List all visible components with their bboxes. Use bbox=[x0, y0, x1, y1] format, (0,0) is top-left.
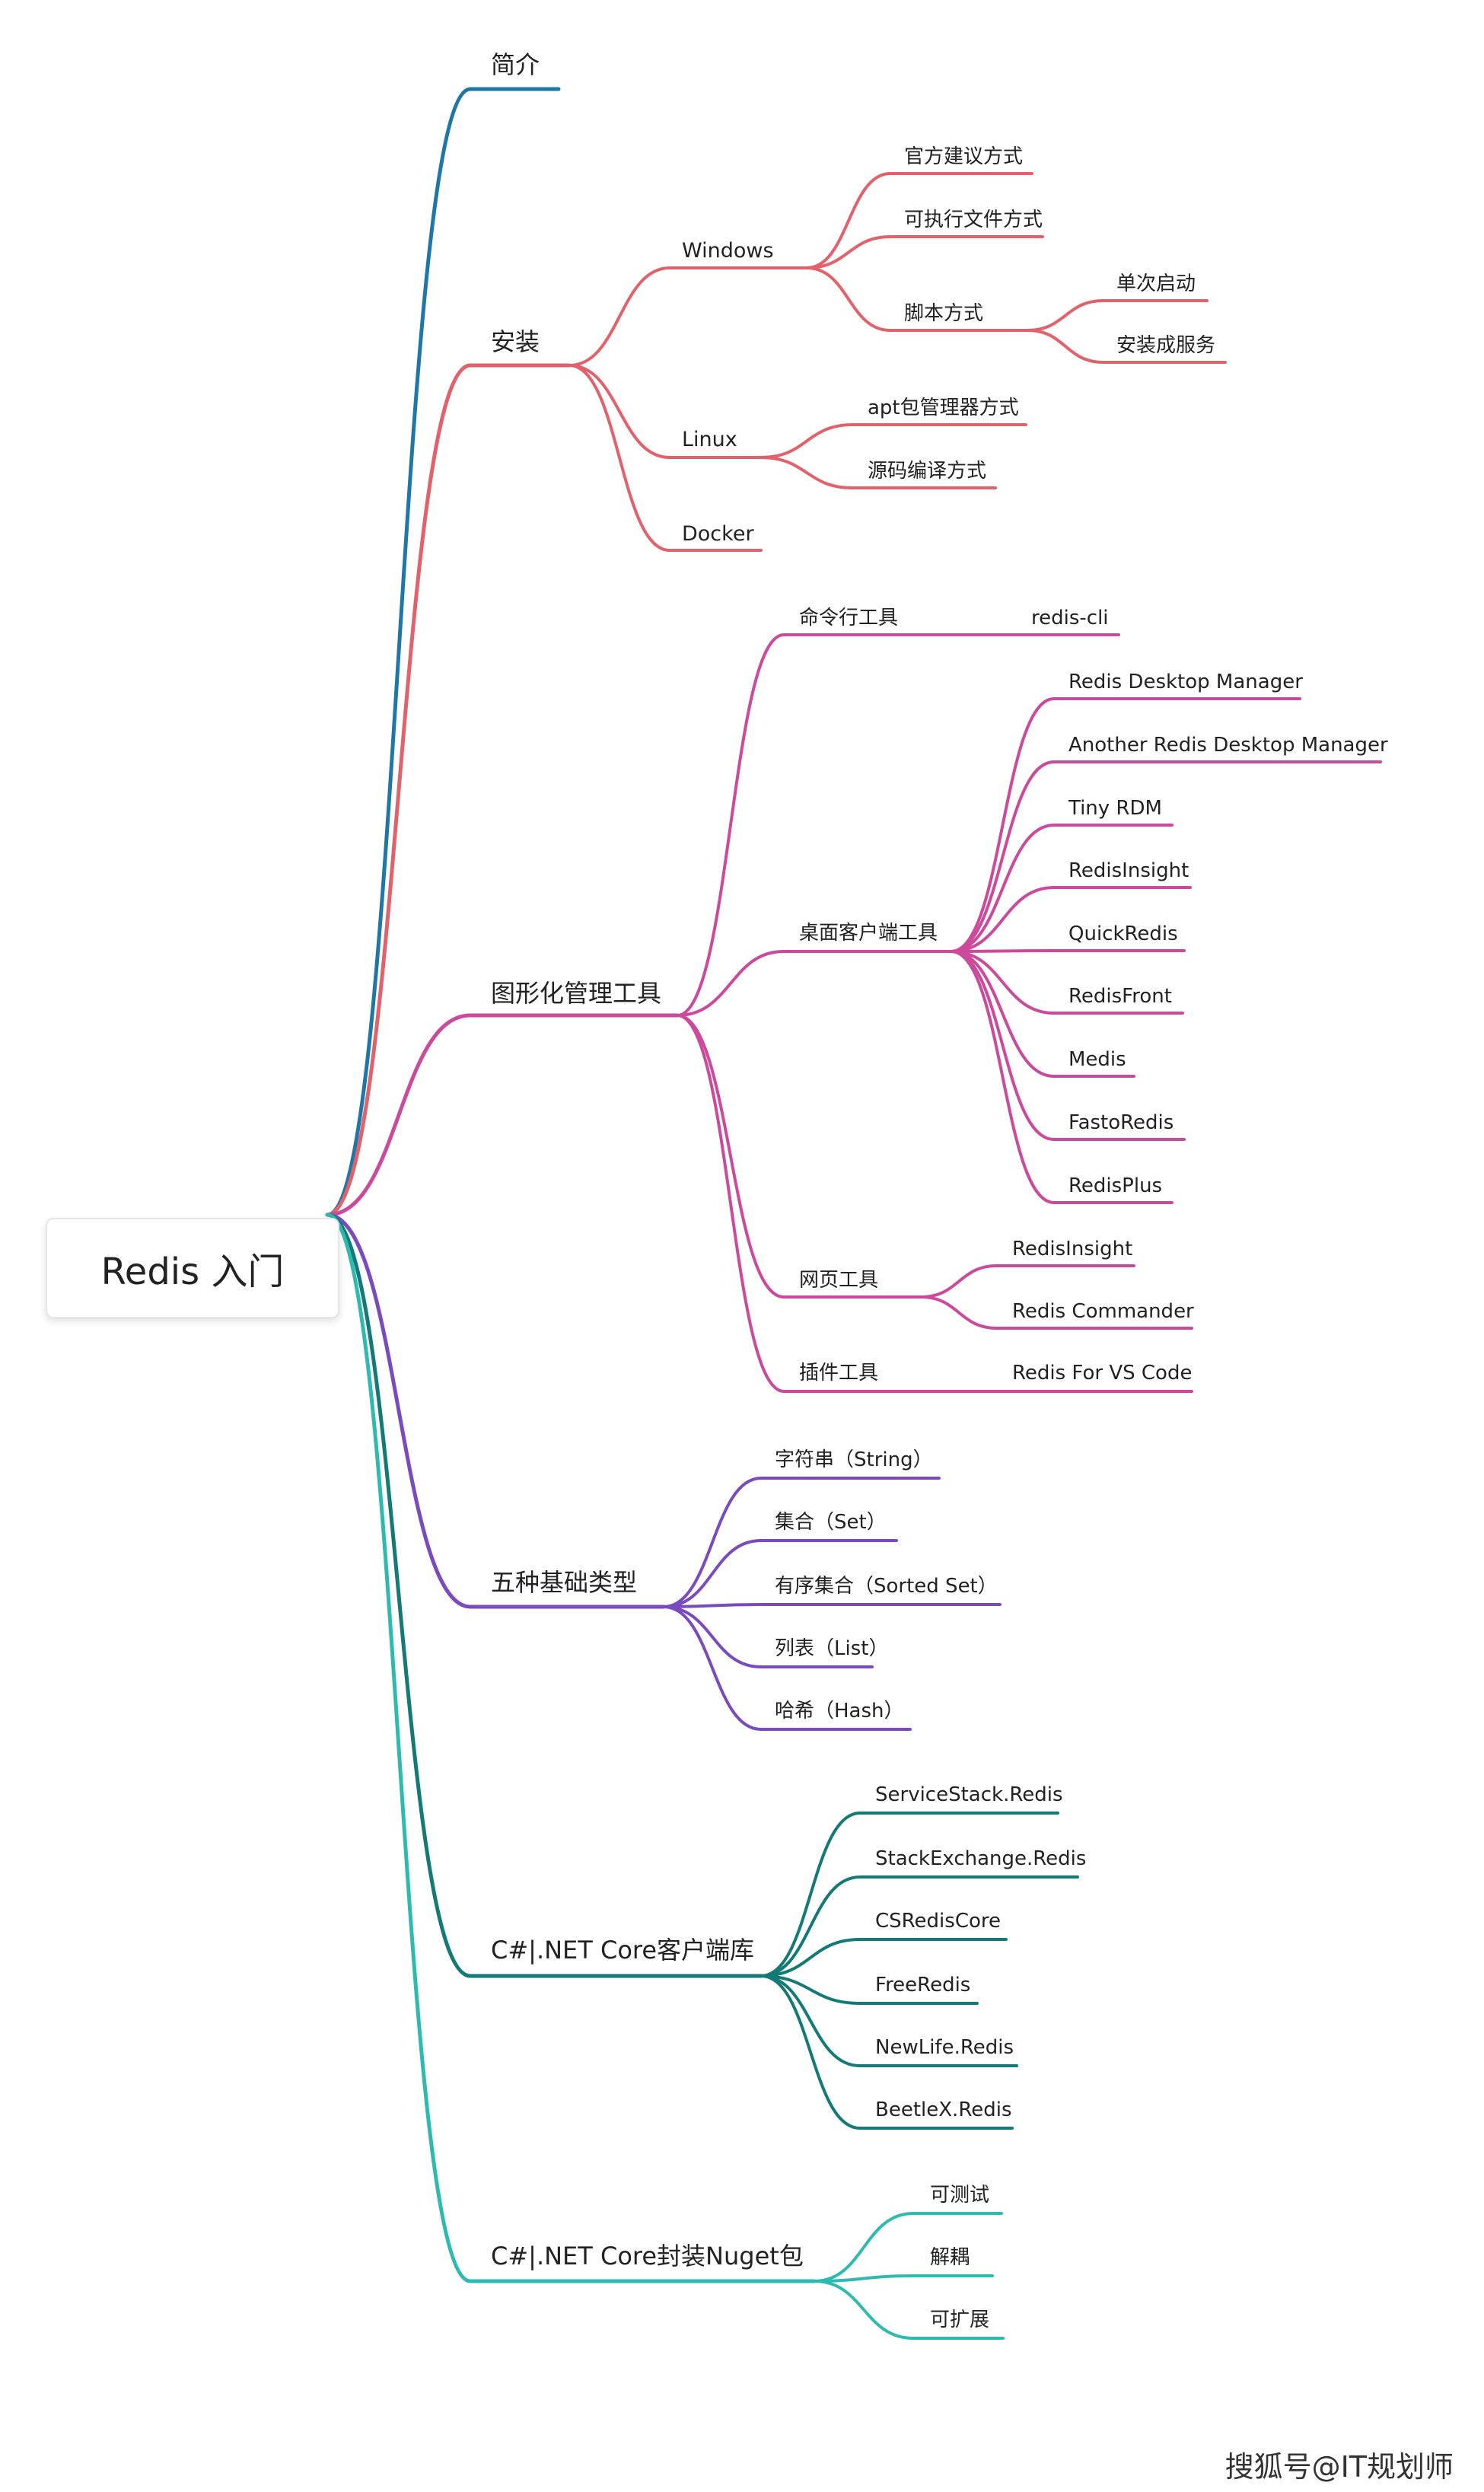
install-windows-script-label[interactable]: 脚本方式 bbox=[904, 302, 983, 325]
gui-desktop-item-2-label[interactable]: Tiny RDM bbox=[1068, 797, 1162, 820]
types-item-1-connector bbox=[662, 1539, 763, 1608]
csharp-item-0-connector bbox=[760, 1812, 861, 1977]
gui-desktop-item-6-connector bbox=[950, 950, 1056, 1078]
branch-nuget-label[interactable]: C#|.NET Core封装Nuget包 bbox=[491, 2242, 804, 2271]
branch-csharp-label[interactable]: C#|.NET Core客户端库 bbox=[491, 1936, 754, 1965]
gui-desktop-item-3-connector bbox=[950, 886, 1056, 953]
install-linux-apt-label[interactable]: apt包管理器方式 bbox=[868, 397, 1019, 419]
install-script-once-connector bbox=[1026, 299, 1105, 332]
install-linux-label[interactable]: Linux bbox=[682, 428, 737, 451]
types-item-3-connector bbox=[662, 1605, 763, 1668]
gui-desktop-item-5-connector bbox=[950, 950, 1056, 1015]
gui-desktop-item-6-label[interactable]: Medis bbox=[1068, 1048, 1126, 1071]
gui-plugin-label[interactable]: 插件工具 bbox=[799, 1362, 878, 1385]
gui-desktop-item-5-label[interactable]: RedisFront bbox=[1068, 985, 1172, 1008]
gui-desktop-item-0-connector bbox=[950, 697, 1056, 953]
types-item-2-connector bbox=[662, 1603, 763, 1608]
connector-lines bbox=[325, 87, 1382, 2340]
csharp-item-4-connector bbox=[760, 1974, 861, 2067]
branch-install-label[interactable]: 安装 bbox=[491, 327, 540, 356]
install-windows-official-label[interactable]: 官方建议方式 bbox=[904, 145, 1023, 168]
install-windows-official-connector bbox=[805, 172, 892, 269]
install-windows-script-connector bbox=[805, 266, 892, 332]
root-node-label: Redis 入门 bbox=[100, 1251, 285, 1293]
gui-web-label[interactable]: 网页工具 bbox=[799, 1269, 878, 1292]
gui-web-item-1-connector bbox=[919, 1295, 998, 1330]
install-linux-source-connector bbox=[760, 456, 854, 489]
nuget-item-1-label[interactable]: 解耦 bbox=[930, 2246, 970, 2269]
install-linux-connector bbox=[568, 364, 671, 459]
types-item-4-connector bbox=[662, 1605, 763, 1731]
install-windows-label[interactable]: Windows bbox=[682, 239, 774, 263]
gui-desktop-item-2-connector bbox=[950, 824, 1056, 953]
nuget-item-1-connector bbox=[813, 2274, 915, 2283]
csharp-item-0-label[interactable]: ServiceStack.Redis bbox=[875, 1783, 1063, 1806]
nuget-item-0-connector bbox=[813, 2212, 915, 2283]
gui-desktop-item-7-label[interactable]: FastoRedis bbox=[1068, 1111, 1174, 1134]
gui-cli-label[interactable]: 命令行工具 bbox=[799, 607, 898, 629]
branch-gui-connector bbox=[325, 1013, 473, 1217]
gui-web-item-1-label[interactable]: Redis Commander bbox=[1012, 1300, 1194, 1323]
branch-types-label[interactable]: 五种基础类型 bbox=[491, 1568, 637, 1597]
types-item-1-label[interactable]: 集合（Set） bbox=[775, 1511, 887, 1534]
gui-web-connector bbox=[676, 1014, 785, 1299]
install-linux-apt-connector bbox=[760, 423, 854, 459]
types-item-2-label[interactable]: 有序集合（Sorted Set） bbox=[775, 1575, 998, 1598]
csharp-item-3-connector bbox=[760, 1974, 861, 2005]
gui-desktop-item-8-connector bbox=[950, 950, 1056, 1204]
install-script-service-connector bbox=[1026, 329, 1105, 364]
root-node[interactable]: Redis 入门 bbox=[46, 1218, 339, 1318]
gui-cli-redis-cli[interactable]: redis-cli bbox=[1031, 607, 1109, 629]
csharp-item-5-label[interactable]: BeetleX.Redis bbox=[875, 2098, 1012, 2121]
nuget-item-0-label[interactable]: 可测试 bbox=[930, 2184, 989, 2207]
gui-desktop-item-1-label[interactable]: Another Redis Desktop Manager bbox=[1068, 734, 1388, 757]
branch-install-connector bbox=[325, 363, 473, 1217]
install-docker-label[interactable]: Docker bbox=[682, 522, 754, 546]
branch-csharp-connector bbox=[325, 1213, 473, 1978]
branch-intro-label[interactable]: 简介 bbox=[491, 50, 540, 79]
csharp-item-1-connector bbox=[760, 1875, 861, 1977]
watermark-text: 搜狐号@IT规划师 bbox=[1224, 2450, 1454, 2484]
gui-desktop-item-8-label[interactable]: RedisPlus bbox=[1068, 1174, 1162, 1197]
csharp-item-2-connector bbox=[760, 1938, 861, 1977]
csharp-item-2-label[interactable]: CSRedisCore bbox=[875, 1910, 1001, 1933]
gui-web-item-0-label[interactable]: RedisInsight bbox=[1012, 1238, 1132, 1260]
nuget-item-2-label[interactable]: 可扩展 bbox=[930, 2309, 989, 2331]
types-item-0-label[interactable]: 字符串（String） bbox=[775, 1448, 933, 1471]
install-windows-exe-label[interactable]: 可执行文件方式 bbox=[904, 209, 1043, 231]
install-script-once-label[interactable]: 单次启动 bbox=[1116, 272, 1196, 295]
install-docker-connector bbox=[568, 364, 671, 552]
gui-desktop-item-1-connector bbox=[950, 760, 1056, 953]
gui-desktop-item-3-label[interactable]: RedisInsight bbox=[1068, 859, 1189, 882]
types-item-3-label[interactable]: 列表（List） bbox=[775, 1637, 888, 1660]
install-script-service-label[interactable]: 安装成服务 bbox=[1116, 334, 1215, 357]
branch-intro-connector bbox=[325, 87, 473, 1217]
gui-web-item-0-connector bbox=[919, 1264, 998, 1299]
csharp-item-1-label[interactable]: StackExchange.Redis bbox=[875, 1847, 1086, 1870]
install-windows-connector bbox=[568, 266, 671, 367]
branch-types-connector bbox=[325, 1213, 473, 1609]
gui-plugin-item-label[interactable]: Redis For VS Code bbox=[1012, 1362, 1192, 1385]
branch-gui-label[interactable]: 图形化管理工具 bbox=[491, 979, 661, 1008]
csharp-item-4-label[interactable]: NewLife.Redis bbox=[875, 2036, 1014, 2059]
nuget-item-2-connector bbox=[813, 2280, 915, 2340]
gui-plugin-connector bbox=[676, 1014, 785, 1393]
gui-desktop-item-0-label[interactable]: Redis Desktop Manager bbox=[1068, 671, 1303, 693]
types-item-0-connector bbox=[662, 1477, 763, 1608]
branch-nuget-connector bbox=[325, 1213, 473, 2283]
install-linux-source-label[interactable]: 源码编译方式 bbox=[868, 460, 986, 483]
gui-desktop-item-4-label[interactable]: QuickRedis bbox=[1068, 923, 1178, 945]
types-item-4-label[interactable]: 哈希（Hash） bbox=[775, 1700, 904, 1722]
csharp-item-5-connector bbox=[760, 1974, 861, 2130]
gui-desktop-connector bbox=[676, 950, 785, 1017]
gui-desktop-item-7-connector bbox=[950, 950, 1056, 1141]
install-windows-exe-connector bbox=[805, 235, 892, 269]
gui-cli-connector bbox=[676, 633, 785, 1017]
csharp-item-3-label[interactable]: FreeRedis bbox=[875, 1974, 970, 1996]
gui-desktop-label[interactable]: 桌面客户端工具 bbox=[799, 922, 938, 945]
